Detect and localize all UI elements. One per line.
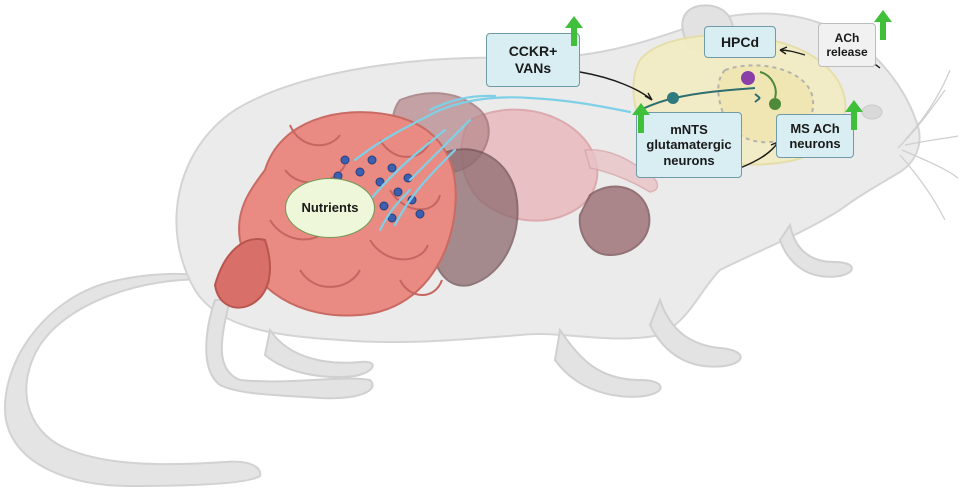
- mouse-legs: [205, 222, 853, 400]
- mnts-line1: mNTS: [670, 122, 708, 137]
- mouse-tail: [4, 272, 262, 488]
- esophagus: [584, 149, 659, 193]
- mnts-line2: glutamatergic: [646, 137, 732, 153]
- ach-release-label: ACh release: [818, 23, 876, 67]
- mouse-eye: [861, 104, 883, 120]
- increase-arrow-icon: [632, 103, 650, 133]
- increase-arrow-icon: [845, 100, 863, 130]
- ms-ach-neuron: [769, 98, 781, 110]
- mouse-whiskers: [897, 69, 959, 221]
- spleen: [578, 185, 651, 257]
- increase-arrow-icon: [874, 10, 892, 40]
- neural-circuit: [639, 71, 781, 111]
- ach-release-line1: ACh: [834, 30, 860, 45]
- nutrients-label: Nutrients: [285, 178, 375, 238]
- increase-arrow-icon: [565, 16, 583, 46]
- hpcd-text: HPCd: [720, 33, 760, 50]
- cckr-vans-label: CCKR+ VANs: [486, 33, 580, 87]
- nutrients-text: Nutrients: [301, 200, 359, 216]
- cckr-vans-line2: VANs: [514, 60, 552, 76]
- vagal-fibers: [353, 94, 632, 232]
- hpcd-neuron: [741, 71, 755, 85]
- cckr-vans-line1: CCKR+: [508, 43, 558, 60]
- hpcd-label: HPCd: [704, 26, 776, 58]
- ms-ach-line1: MS ACh: [790, 120, 840, 136]
- ms-ach-neurons-label: MS ACh neurons: [776, 114, 854, 158]
- mnts-line3: neurons: [663, 152, 715, 168]
- ms-ach-line2: neurons: [789, 136, 841, 151]
- mnts-neurons-label: mNTS glutamatergic neurons: [636, 112, 742, 178]
- mnts-neuron: [667, 92, 679, 104]
- ach-release-line2: release: [826, 45, 868, 59]
